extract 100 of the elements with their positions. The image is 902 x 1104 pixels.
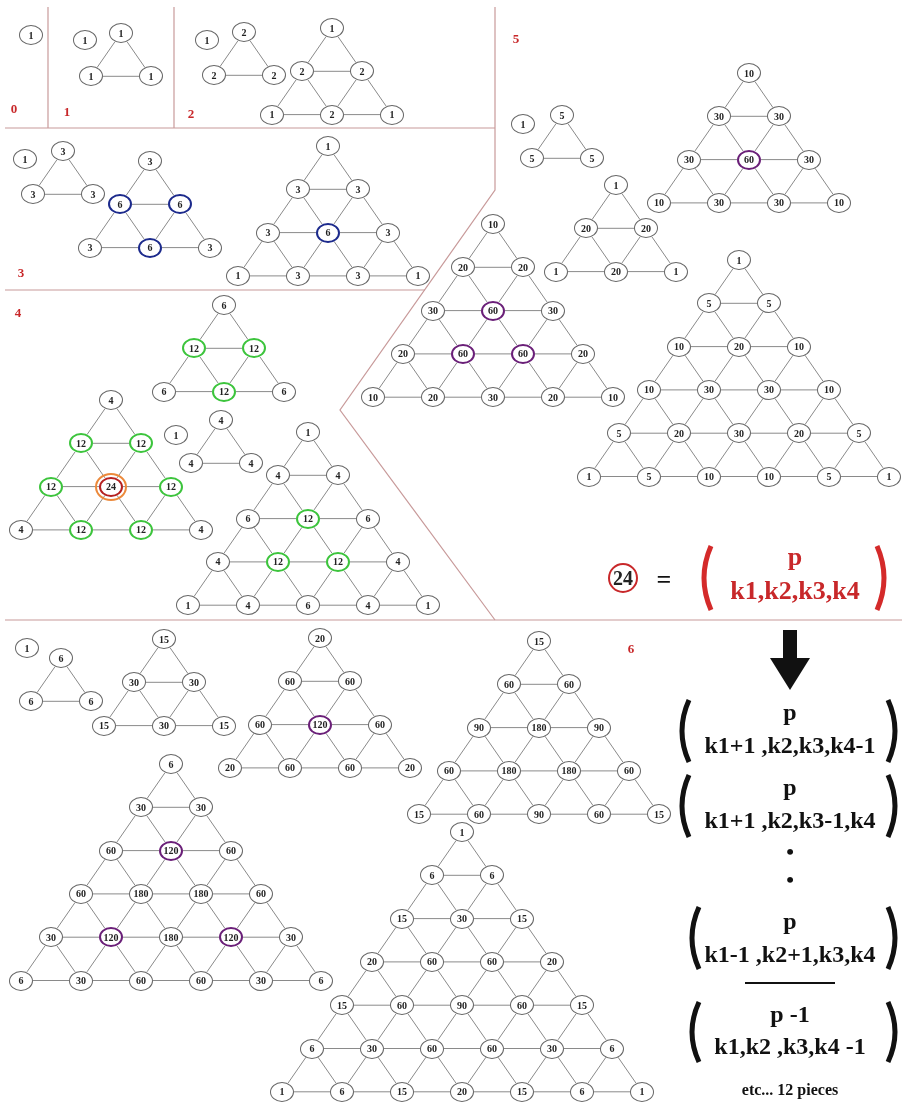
number-circle: 60 (69, 883, 93, 904)
number-circle: 6 (138, 237, 162, 258)
number-circle: 3 (51, 141, 75, 161)
connector-line (593, 1091, 631, 1093)
connector-line (597, 227, 635, 229)
connector-line (497, 926, 517, 954)
connector-line (68, 159, 88, 187)
number-circle: 60 (467, 804, 491, 825)
connector-line (313, 440, 333, 468)
connector-line (363, 197, 383, 225)
connector-line (313, 526, 333, 554)
connector-line (56, 902, 76, 930)
number-circle: 3 (256, 222, 280, 243)
connector-line (497, 1056, 517, 1084)
number-circle: 12 (39, 476, 63, 497)
connector-line (504, 396, 542, 398)
connector-line (369, 275, 407, 277)
connector-line (199, 356, 219, 384)
connector-line (690, 432, 728, 434)
connector-line (497, 883, 517, 911)
connector-line (349, 561, 387, 563)
ellipsis-dot: • (786, 841, 794, 863)
number-circle: 6 (600, 1038, 624, 1059)
connector-line (588, 362, 608, 390)
connector-line (313, 570, 333, 598)
connector-line (564, 396, 602, 398)
number-circle: 20 (450, 1081, 474, 1102)
connector-line (550, 727, 588, 729)
connector-line (343, 526, 363, 554)
connector-line (295, 646, 315, 674)
connector-line (116, 408, 136, 436)
number-circle: 20 (571, 343, 595, 364)
number-circle: 1 (15, 638, 39, 658)
number-circle: 180 (189, 883, 213, 904)
connector-line (443, 961, 481, 963)
connector-line (176, 772, 196, 800)
connector-line (259, 518, 297, 520)
number-circle: 5 (550, 105, 574, 125)
connector-line (528, 275, 548, 303)
number-circle: 5 (847, 423, 871, 444)
connector-line (654, 441, 674, 469)
connector-line (309, 275, 347, 277)
number-circle: 5 (757, 293, 781, 314)
connector-line (331, 724, 369, 726)
connector-line (468, 232, 488, 260)
connector-line (283, 483, 303, 511)
connector-line (146, 815, 166, 843)
number-circle: 60 (420, 951, 444, 972)
number-circle: 30 (481, 387, 505, 408)
connector-line (303, 197, 323, 225)
number-circle: 30 (69, 970, 93, 991)
connector-line (498, 362, 518, 390)
connector-line (175, 725, 213, 727)
number-circle: 6 (212, 295, 236, 315)
connector-line (169, 356, 189, 384)
connector-line (804, 398, 824, 426)
connector-line (26, 945, 46, 973)
connector-line (484, 779, 504, 807)
connector-line (92, 529, 130, 531)
connector-line (86, 408, 106, 436)
connector-line (514, 649, 534, 677)
connector-line (206, 858, 226, 886)
number-circle: 20 (218, 757, 242, 778)
connector-line (714, 354, 734, 382)
number-circle: 1 (139, 66, 163, 87)
connector-line (32, 980, 70, 981)
number-circle: 30 (707, 106, 731, 127)
connector-line (307, 36, 327, 64)
number-circle: 4 (179, 453, 203, 474)
connector-line (235, 732, 255, 760)
connector-line (467, 1013, 487, 1041)
connector-line (377, 970, 397, 998)
number-circle: 1 (604, 175, 628, 195)
number-circle: 10 (817, 379, 841, 400)
number-circle: 30 (677, 149, 701, 170)
connector-line (621, 236, 641, 264)
connector-line (301, 680, 339, 682)
connector-line (700, 159, 738, 161)
connector-line (62, 936, 100, 938)
connector-line (212, 893, 250, 895)
number-circle: 30 (279, 927, 303, 948)
formula-text: p (783, 700, 797, 724)
connector-line (206, 902, 226, 930)
connector-line (202, 462, 240, 464)
formula-text: p (783, 775, 797, 799)
number-circle: 90 (587, 717, 611, 738)
connector-line (744, 311, 764, 339)
connector-line (347, 1013, 367, 1041)
number-circle: 2 (320, 104, 344, 125)
connector-line (498, 318, 518, 346)
number-circle: 2 (232, 22, 256, 42)
number-circle: 3 (286, 179, 310, 200)
number-circle: 12 (326, 551, 350, 572)
connector-line (289, 474, 327, 476)
connector-line (287, 1056, 307, 1084)
connector-line (353, 1004, 391, 1006)
connector-line (212, 980, 250, 981)
connector-line (544, 649, 564, 677)
connector-line (309, 188, 347, 190)
connector-line (557, 970, 577, 998)
